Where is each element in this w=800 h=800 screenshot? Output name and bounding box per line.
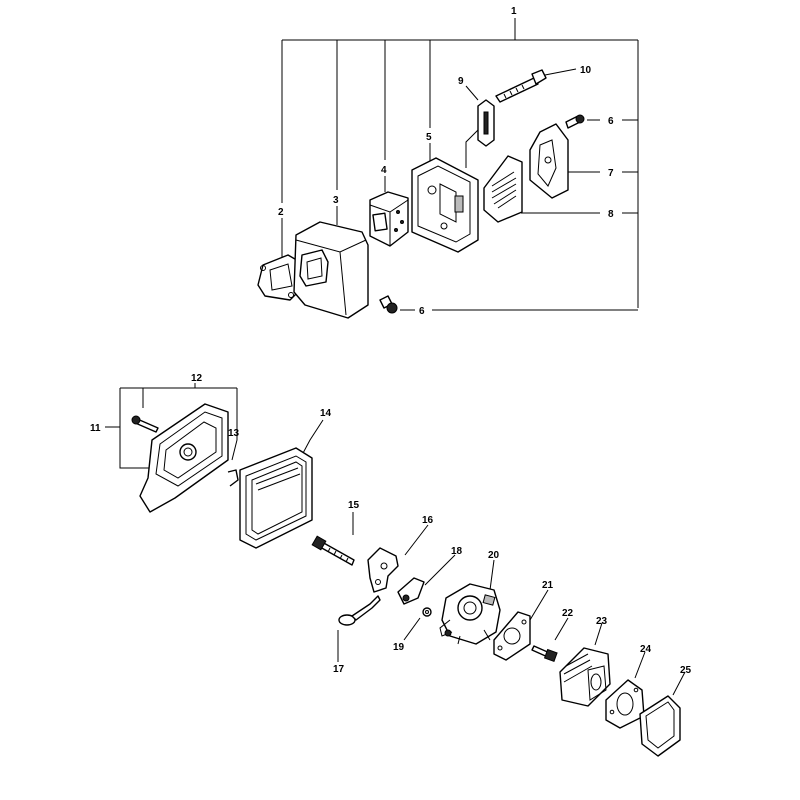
leader-25 [672, 671, 686, 696]
bolt-10 [495, 69, 547, 103]
muffler-bolt-lower [379, 295, 398, 314]
callout-23: 23 [596, 616, 608, 627]
muffler-cover [411, 157, 479, 253]
leader-12 [119, 383, 238, 469]
insulator-23 [559, 647, 611, 707]
callout-21: 21 [542, 580, 554, 591]
leader-9 [465, 85, 479, 168]
callout-8: 8 [608, 209, 614, 220]
callout-3: 3 [333, 195, 339, 206]
spark-screen [483, 155, 523, 223]
leader-23 [594, 622, 603, 646]
leader-10 [544, 68, 577, 76]
muffler-gasket [257, 254, 301, 301]
leader-24 [634, 651, 646, 679]
primer-17 [338, 595, 381, 626]
callout-20: 20 [488, 550, 500, 561]
callout-10: 10 [580, 65, 592, 76]
callout-18: 18 [451, 546, 463, 557]
callout-17: 17 [333, 664, 345, 675]
bolt-22 [531, 645, 558, 663]
plate-18 [397, 577, 425, 605]
callout-5: 5 [426, 132, 432, 143]
callout-16: 16 [422, 515, 434, 526]
carburetor-assembly: 15 16 17 18 19 20 21 22 23 24 25 [311, 500, 692, 757]
clip-13 [227, 469, 239, 487]
guard-plate [529, 123, 569, 199]
leader-22 [554, 617, 569, 641]
callout-1: 1 [511, 6, 517, 17]
callout-4: 4 [381, 165, 387, 176]
callout-24: 24 [640, 644, 652, 655]
muffler-body [293, 221, 369, 319]
gasket-21 [493, 611, 531, 661]
callout-25: 25 [680, 665, 692, 676]
muffler-assembly: 1 2 3 4 5 6 7 8 9 10 6 [257, 6, 639, 319]
leader-18 [424, 554, 456, 586]
air-cleaner-cover [139, 403, 229, 513]
leader-21 [529, 589, 549, 621]
leader-20 [489, 559, 495, 591]
callout-14: 14 [320, 408, 332, 419]
callout-15: 15 [348, 500, 360, 511]
callout-6b: 6 [419, 306, 425, 317]
muffler-bolt-upper [565, 114, 585, 129]
callout-22: 22 [562, 608, 574, 619]
leader-14 [301, 419, 324, 456]
callout-19: 19 [393, 642, 405, 653]
callout-6a: 6 [608, 116, 614, 127]
leader-1 [281, 18, 639, 308]
callout-9: 9 [458, 76, 464, 87]
plate-9 [477, 99, 495, 147]
muffler-insert [369, 191, 409, 247]
leader-16 [404, 524, 429, 556]
leader-19 [403, 617, 421, 641]
air-filter [239, 447, 313, 549]
carburetor-20 [439, 583, 501, 645]
callout-7: 7 [608, 168, 614, 179]
bolt-15 [311, 535, 355, 566]
gasket-25 [639, 695, 681, 757]
callout-11: 11 [90, 423, 101, 434]
callout-12: 12 [191, 373, 203, 384]
callout-2: 2 [278, 207, 284, 218]
screw-12 [131, 415, 159, 433]
callout-13: 13 [228, 428, 240, 439]
gasket-24 [605, 679, 645, 729]
bracket-16 [367, 547, 399, 593]
washer-19 [422, 607, 432, 617]
air-cleaner-assembly: 12 11 13 14 [90, 373, 332, 549]
